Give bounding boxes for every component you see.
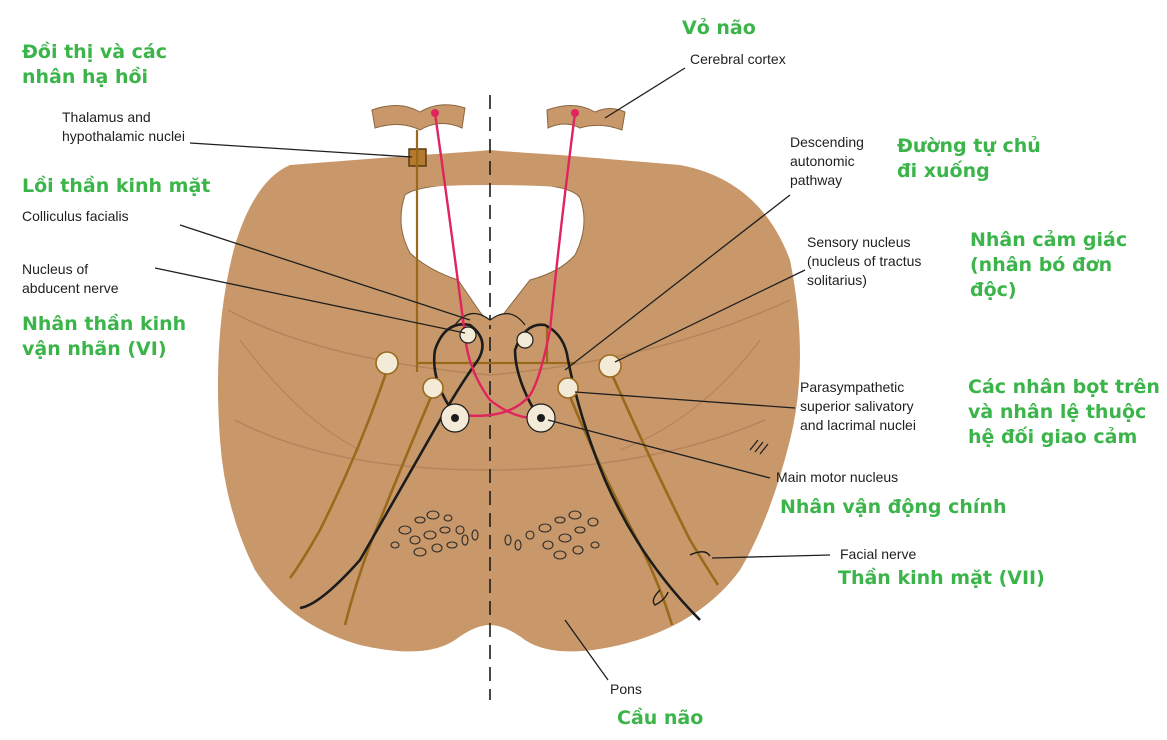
label-thalamus: Thalamus and hypothalamic nuclei [62, 108, 185, 146]
label-main-motor-nucleus: Main motor nucleus [776, 468, 898, 487]
salivatory-nucleus-right [558, 378, 578, 398]
sensory-nucleus-left [376, 352, 398, 374]
motor-nucleus-right-core [537, 414, 545, 422]
red-dot-left [431, 109, 439, 117]
label-descending-pathway: Descending autonomic pathway [790, 133, 864, 190]
label-sensory-nucleus: Sensory nucleus (nucleus of tractus soli… [807, 233, 921, 290]
label-abducent-nucleus: Nucleus of abducent nerve [22, 260, 119, 298]
abducent-nucleus-right [517, 332, 533, 348]
label-vi-thalamus: Đồi thị và các nhân hạ hồi [22, 40, 167, 90]
label-vi-colliculus-facialis: Lồi thần kinh mặt [22, 174, 210, 199]
label-vi-facial-nerve: Thần kinh mặt (VII) [838, 566, 1045, 591]
label-cerebral-cortex: Cerebral cortex [690, 50, 786, 69]
upper-white-region [280, 113, 760, 141]
label-pons: Pons [610, 680, 642, 699]
sensory-nucleus-right [599, 355, 621, 377]
label-facial-nerve: Facial nerve [840, 545, 916, 564]
label-vi-pons: Cầu não [617, 706, 703, 731]
motor-nucleus-left-core [451, 414, 459, 422]
label-vi-cerebral-cortex: Vỏ não [682, 16, 756, 41]
label-vi-sensory-nucleus: Nhân cảm giác (nhân bó đơn độc) [970, 228, 1127, 303]
label-vi-descending-pathway: Đường tự chủ đi xuống [897, 134, 1041, 184]
abducent-nucleus-left [460, 327, 476, 343]
red-dot-right [571, 109, 579, 117]
label-vi-parasympathetic-nuclei: Các nhân bọt trên và nhân lệ thuộc hệ đố… [968, 375, 1160, 450]
label-vi-abducent-nucleus: Nhân thần kinh vận nhãn (VI) [22, 312, 186, 362]
label-vi-main-motor-nucleus: Nhân vận động chính [780, 495, 1007, 520]
label-parasympathetic-nuclei: Parasympathetic superior salivatory and … [800, 378, 916, 435]
salivatory-nucleus-left [423, 378, 443, 398]
label-colliculus-facialis: Colliculus facialis [22, 207, 129, 226]
